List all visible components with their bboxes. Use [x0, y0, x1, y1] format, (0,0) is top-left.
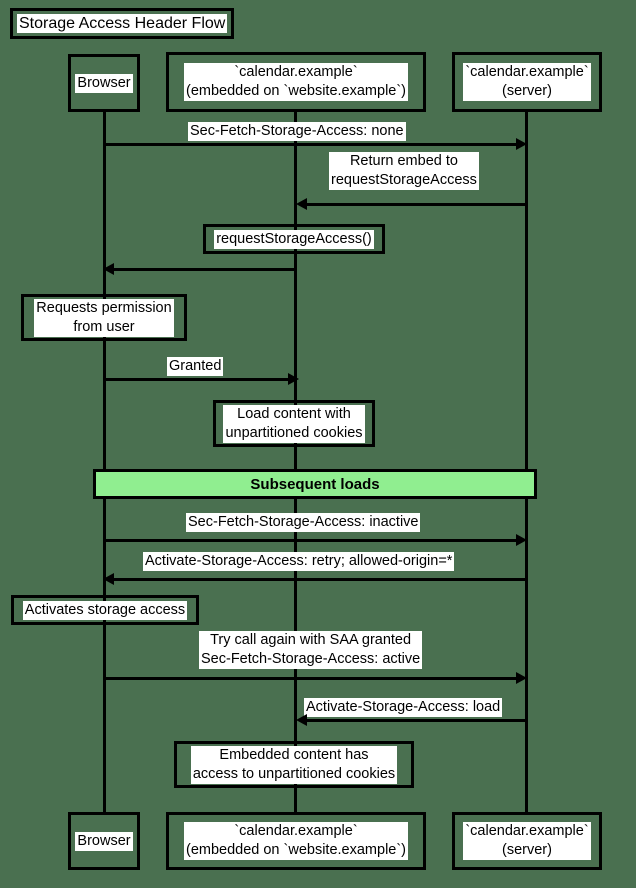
participant-embed-bottom[interactable]: `calendar.example` (embedded on `website… [166, 812, 426, 870]
participant-embed-bottom-label: `calendar.example` (embedded on `website… [183, 822, 409, 860]
message-arrowhead-return-embed [296, 198, 307, 210]
message-label-return-embed: Return embed to requestStorageAccess [329, 152, 479, 190]
lifeline-browser [103, 112, 106, 814]
participant-server-top[interactable]: `calendar.example` (server) [452, 52, 602, 112]
participant-browser-bottom[interactable]: Browser [68, 812, 140, 870]
lifeline-server [525, 112, 528, 814]
message-arrowhead-activate-retry [103, 573, 114, 585]
participant-embed-top-label: `calendar.example` (embedded on `website… [183, 63, 409, 101]
message-label-activate-retry: Activate-Storage-Access: retry; allowed-… [143, 552, 455, 571]
message-arrowhead-sec-fetch-inactive [516, 534, 527, 546]
message-arrowhead-try-again-saa [516, 672, 527, 684]
note-activates-storage-access-label: Activates storage access [22, 600, 188, 620]
participant-browser-top[interactable]: Browser [68, 54, 140, 112]
message-label-granted: Granted [167, 357, 224, 376]
message-arrowhead-granted [288, 373, 299, 385]
message-line-sec-fetch-inactive [104, 539, 519, 542]
message-arrowhead-activate-load [296, 714, 307, 726]
divider-subsequent-loads: Subsequent loads [93, 469, 537, 499]
participant-server-bottom[interactable]: `calendar.example` (server) [452, 812, 602, 870]
message-label-activate-load: Activate-Storage-Access: load [304, 698, 503, 717]
note-load-content-label: Load content with unpartitioned cookies [223, 404, 365, 443]
lifeline-embed [294, 112, 297, 814]
note-requests-permission: Requests permission from user [21, 294, 187, 341]
message-label-sec-fetch-inactive: Sec-Fetch-Storage-Access: inactive [186, 513, 421, 532]
message-line-try-again-saa [104, 677, 519, 680]
message-line-sec-fetch-none [104, 143, 519, 146]
divider-subsequent-loads-label: Subsequent loads [250, 475, 380, 493]
diagram-title-box: Storage Access Header Flow [10, 8, 235, 39]
message-line-activate-load [306, 719, 527, 722]
participant-browser-bottom-label: Browser [75, 831, 133, 851]
note-requests-permission-label: Requests permission from user [34, 298, 174, 337]
participant-server-top-label: `calendar.example` (server) [463, 63, 591, 101]
note-request-storage-access: requestStorageAccess() [203, 224, 385, 254]
note-embedded-content-access-label: Embedded content has access to unpartiti… [190, 745, 398, 784]
message-label-sec-fetch-none: Sec-Fetch-Storage-Access: none [188, 122, 406, 141]
message-line-return-embed [306, 203, 527, 206]
participant-browser-top-label: Browser [75, 73, 133, 93]
diagram-title: Storage Access Header Flow [17, 14, 228, 33]
message-arrowhead-sec-fetch-none [516, 138, 527, 150]
note-request-storage-access-label: requestStorageAccess() [214, 229, 374, 249]
participant-server-bottom-label: `calendar.example` (server) [463, 822, 591, 860]
note-activates-storage-access: Activates storage access [11, 595, 199, 625]
message-arrowhead-embed-to-browser [103, 263, 114, 275]
participant-embed-top[interactable]: `calendar.example` (embedded on `website… [166, 52, 426, 112]
message-label-try-again-saa: Try call again with SAA granted Sec-Fetc… [199, 631, 423, 669]
note-load-content: Load content with unpartitioned cookies [213, 400, 375, 447]
message-line-embed-to-browser [113, 268, 296, 271]
note-embedded-content-access: Embedded content has access to unpartiti… [174, 741, 414, 788]
message-line-activate-retry [113, 578, 527, 581]
message-line-granted [104, 378, 291, 381]
